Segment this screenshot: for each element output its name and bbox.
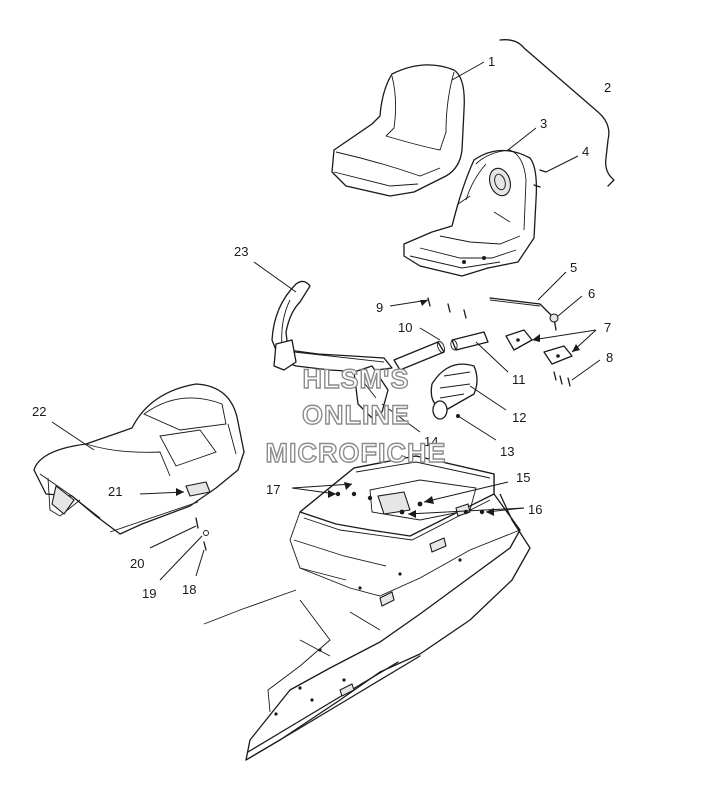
part-rod-5: [489, 297, 557, 331]
callout-7: 7: [604, 320, 611, 335]
callout-18: 18: [182, 582, 196, 597]
callout-14: 14: [424, 434, 438, 449]
callout-8: 8: [606, 350, 613, 365]
watermark: HLSM'S ONLINE MICROFICHE: [265, 363, 447, 468]
group-bracket: [499, 39, 615, 187]
part-fasteners-9: [427, 297, 467, 319]
callout-5: 5: [570, 260, 577, 275]
part-tube-10: [393, 340, 446, 371]
part-taillight-12: [430, 363, 478, 420]
part-bracket-15: [399, 501, 423, 515]
callout-15: 15: [516, 470, 530, 485]
callout-22: 22: [32, 404, 46, 419]
callout-19: 19: [142, 586, 156, 601]
callout-17: 17: [266, 482, 280, 497]
part-grab-bar: [271, 280, 393, 419]
callout-6: 6: [588, 286, 595, 301]
callout-10: 10: [398, 320, 412, 335]
leader-lines: [51, 61, 601, 581]
part-seat-22: [33, 383, 245, 535]
callout-13: 13: [500, 444, 514, 459]
callout-23: 23: [234, 244, 248, 259]
leader-arrowheads: [176, 300, 580, 518]
callout-labels: 1 2 3 4 5 6 7 8 9 10 11 12 13 14 15 16 1…: [32, 54, 613, 601]
part-screws-4: [533, 169, 547, 188]
callout-12: 12: [512, 410, 526, 425]
watermark-line-2: ONLINE: [302, 400, 410, 430]
part-latch-6: [549, 313, 559, 323]
part-tube-11: [450, 331, 489, 351]
part-hardware-18: [203, 541, 207, 551]
callout-21: 21: [108, 484, 122, 499]
callout-11: 11: [512, 372, 526, 387]
callout-16: 16: [528, 502, 542, 517]
callout-20: 20: [130, 556, 144, 571]
callout-1: 1: [488, 54, 495, 69]
watermark-line-3: MICROFICHE: [266, 438, 447, 468]
callout-9: 9: [376, 300, 383, 315]
part-hardware-20: [195, 517, 199, 529]
part-chassis: [203, 455, 531, 761]
part-seat-frame: [403, 149, 538, 277]
watermark-line-1: HLSM'S: [303, 364, 410, 394]
part-seat-cushion: [331, 64, 465, 197]
callout-3: 3: [540, 116, 547, 131]
part-nuts-17: [335, 491, 373, 501]
callout-2: 2: [604, 80, 611, 95]
part-hardware-19: [203, 530, 209, 536]
part-bolts-8: [553, 371, 571, 387]
callout-4: 4: [582, 144, 589, 159]
